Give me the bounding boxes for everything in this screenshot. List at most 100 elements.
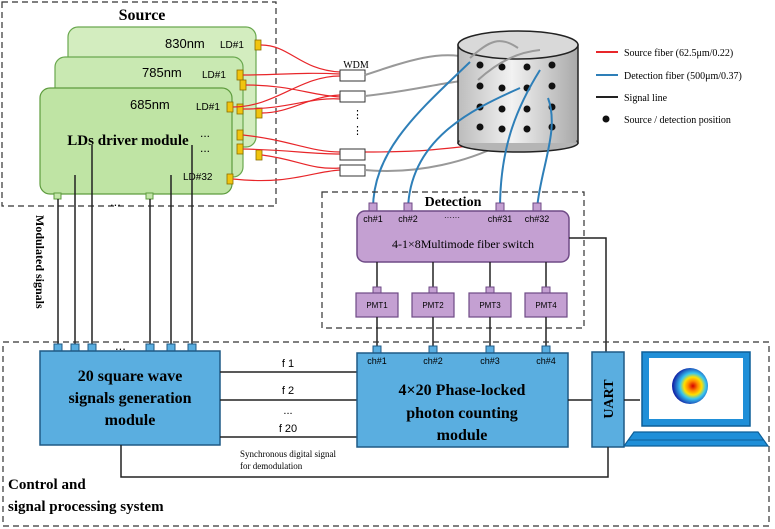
control-group: Control and signal processing system ...… [2, 338, 770, 527]
source-fiber [242, 72, 341, 76]
ld-connector-icon [239, 79, 247, 91]
source-fibers [232, 44, 471, 182]
card-output-connector [145, 192, 154, 200]
phase-connectors [372, 345, 551, 354]
sq-input-connector [70, 343, 80, 352]
freq-label-1: f 1 [282, 358, 294, 370]
switch-ch-2: ch#2 [398, 214, 418, 224]
detection-fiber [372, 61, 471, 210]
source-detection-dots [476, 61, 556, 133]
sync-label-line2: for demodulation [240, 461, 303, 471]
position-dot [476, 123, 484, 131]
switch-to-pmt-lines [376, 262, 547, 289]
phantom-top-fibers [469, 40, 541, 81]
phase-ch-3: ch#3 [480, 356, 500, 366]
control-title-line2: signal processing system [8, 499, 164, 515]
source-fiber [242, 134, 341, 153]
phase-ch-1: ch#1 [367, 356, 387, 366]
ld-ellipsis: ... [200, 126, 210, 140]
sq-input-connector [53, 343, 63, 352]
switch-ch-31: ch#31 [488, 214, 513, 224]
phase-input-connector [372, 345, 382, 354]
card-output-connector [53, 192, 62, 200]
legend-label-detection: Detection fiber (500μm/0.37) [624, 71, 742, 82]
legend-label-position: Source / detection position [624, 115, 731, 126]
detection-fibers [372, 61, 553, 210]
wdm-box [339, 90, 366, 103]
pmt-label-3: PMT3 [479, 301, 501, 310]
square-wave-module [39, 350, 221, 446]
phase-ch-2: ch#2 [423, 356, 443, 366]
ld-connector-icon [236, 143, 244, 155]
sq-input-connector [187, 343, 197, 352]
ld-connector-icon [255, 149, 263, 161]
position-dot [498, 63, 506, 71]
detection-group: Detection ch#1 ch#2 ······ ch#31 ch#32 4… [321, 191, 585, 329]
ld-connector-icon [236, 69, 244, 81]
phase-ch-4: ch#4 [536, 356, 556, 366]
phase-line-1: 4×20 Phase-locked [399, 382, 526, 399]
position-dot [498, 84, 506, 92]
wavelength-685: 685nm [130, 97, 170, 112]
control-frame [2, 341, 770, 527]
wdm-output-fiber [364, 54, 471, 76]
source-fiber [232, 75, 341, 108]
sq-line-3: module [105, 412, 156, 429]
source-fiber [260, 44, 341, 73]
phantom-cylinder [457, 30, 579, 153]
position-dot [498, 125, 506, 133]
pmt-connector [485, 286, 495, 294]
position-dot [476, 61, 484, 69]
position-dot [523, 105, 531, 113]
ld-connector-icon [236, 103, 244, 115]
legend: Source fiber (62.5μm/0.22) Detection fib… [596, 48, 742, 126]
pmt-top-connectors [372, 286, 551, 294]
cylinder-top [457, 30, 579, 60]
pmt-connector [372, 286, 382, 294]
modulated-signal-lines [57, 145, 193, 345]
freq-label-ellipsis: ... [283, 405, 292, 417]
source-frame [1, 1, 277, 207]
source-fiber [245, 84, 341, 98]
wavelength-785: 785nm [142, 65, 182, 80]
sq-input-connector [166, 343, 176, 352]
detection-fiber [536, 97, 553, 210]
detection-fiber [407, 87, 521, 210]
switch-ch-dots: ······ [444, 213, 460, 222]
ld-label-32: LD#32 [183, 172, 213, 183]
ld-connector-icon [226, 101, 234, 113]
ld-connector-icon [255, 107, 263, 119]
sq-ellipsis: ... [115, 338, 126, 353]
switch-ch-1: ch#1 [363, 214, 383, 224]
cylinder-mask [459, 130, 577, 143]
sq-input-connector [145, 343, 155, 352]
control-title-line1: Control and [8, 477, 86, 493]
detection-title: Detection [425, 195, 482, 210]
modulated-signals-label: Modulated signals [33, 215, 47, 309]
phantom-top-fiber [469, 40, 519, 59]
switch-control-line [569, 237, 607, 352]
uart-label: UART [602, 379, 617, 419]
source-fiber-to-phantom [364, 145, 471, 153]
sq-input-connector [87, 343, 97, 352]
freq-label-20: f 20 [279, 423, 297, 435]
frequency-lines [220, 371, 357, 438]
wavelength-830: 830nm [165, 36, 205, 51]
source-group: Source 830nm LD#1 785nm LD#1 685nm LD#1 … [1, 1, 277, 209]
keyboard-base [622, 431, 770, 447]
wdm-ellipsis: ⋮ [352, 109, 363, 121]
wdm-box [339, 69, 366, 82]
pmt-box-3 [468, 292, 512, 318]
phase-input-connector [428, 345, 438, 354]
reconstruction-image [672, 368, 708, 404]
ld-card-685 [39, 87, 233, 195]
ld-connector-icon [236, 129, 244, 141]
switch-input-connector [368, 202, 378, 212]
ld-driver-label: LDs driver module [67, 133, 189, 149]
wdm-box [339, 148, 366, 161]
pmt-connector [428, 286, 438, 294]
wdm-label: WDM [343, 60, 369, 71]
phase-line-2: photon counting [406, 405, 518, 422]
computer-icon [622, 351, 770, 447]
